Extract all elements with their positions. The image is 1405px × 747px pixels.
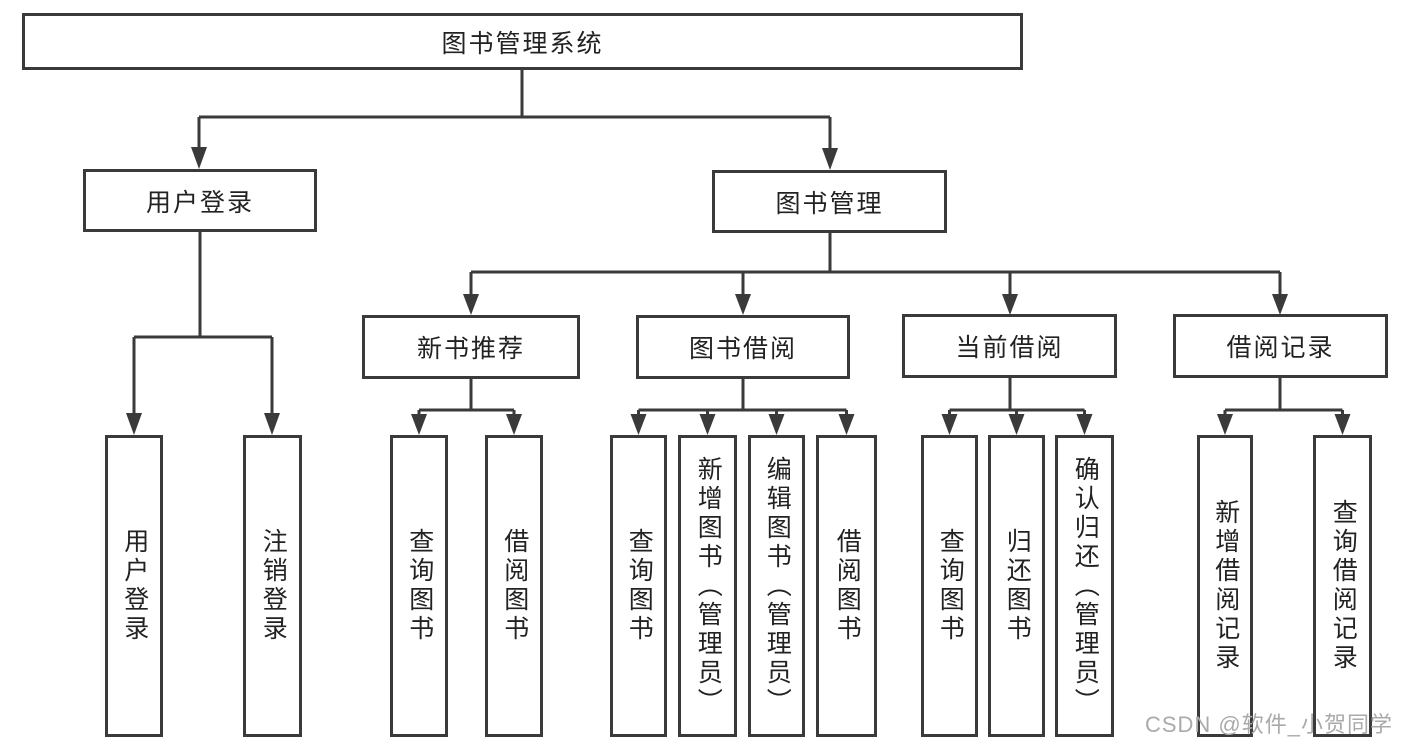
csdn-watermark: CSDN @软件_小贺同学 (1144, 712, 1393, 737)
node-book-borrowing: 图书借阅 (636, 315, 850, 379)
node-label: 查询图书 (405, 528, 434, 644)
node-label: 确认归还（管理员） (1071, 455, 1100, 717)
node-confirm-return-admin: 确认归还（管理员） (1055, 435, 1114, 737)
node-label: 借阅图书 (500, 528, 529, 644)
node-label: 归还图书 (1003, 528, 1032, 644)
node-root-label: 图书管理系统 (441, 29, 604, 58)
node-borrow-books-borrowing: 借阅图书 (816, 435, 877, 737)
node-label: 查询借阅记录 (1329, 499, 1358, 673)
node-logout: 注销登录 (243, 435, 302, 737)
node-label: 当前借阅 (955, 334, 1064, 362)
node-query-books-borrowing: 查询图书 (610, 435, 667, 737)
node-user-login-action: 用户登录 (105, 435, 163, 737)
node-current-borrowing: 当前借阅 (902, 314, 1117, 378)
node-edit-books-admin: 编辑图书（管理员） (748, 435, 805, 737)
node-borrow-books-newbooks: 借阅图书 (485, 435, 543, 737)
node-label: 图书借阅 (688, 335, 797, 363)
node-label: 新书推荐 (416, 335, 525, 363)
node-label: 用户登录 (120, 528, 149, 644)
node-label: 查询图书 (625, 528, 654, 644)
node-label: 借阅图书 (833, 528, 862, 644)
node-query-borrow-record: 查询借阅记录 (1313, 435, 1372, 737)
node-label: 图书管理 (775, 189, 884, 218)
node-label: 注销登录 (259, 528, 288, 644)
node-return-books: 归还图书 (988, 435, 1045, 737)
node-user-login-module: 用户登录 (83, 169, 317, 232)
node-query-books-current: 查询图书 (921, 435, 978, 737)
node-label: 新增借阅记录 (1211, 499, 1240, 673)
node-borrow-records: 借阅记录 (1173, 314, 1388, 378)
node-label: 用户登录 (145, 188, 254, 217)
node-root-library-system: 图书管理系统 (22, 13, 1023, 70)
node-add-books-admin: 新增图书（管理员） (678, 435, 737, 737)
node-book-management-module: 图书管理 (712, 170, 947, 233)
node-query-books-newbooks: 查询图书 (390, 435, 448, 737)
node-label: 编辑图书（管理员） (763, 455, 792, 717)
node-add-borrow-record: 新增借阅记录 (1197, 435, 1253, 737)
node-label: 查询图书 (936, 528, 965, 644)
node-new-book-recommend: 新书推荐 (362, 315, 580, 379)
node-label: 借阅记录 (1226, 334, 1335, 362)
node-label: 新增图书（管理员） (694, 455, 723, 717)
